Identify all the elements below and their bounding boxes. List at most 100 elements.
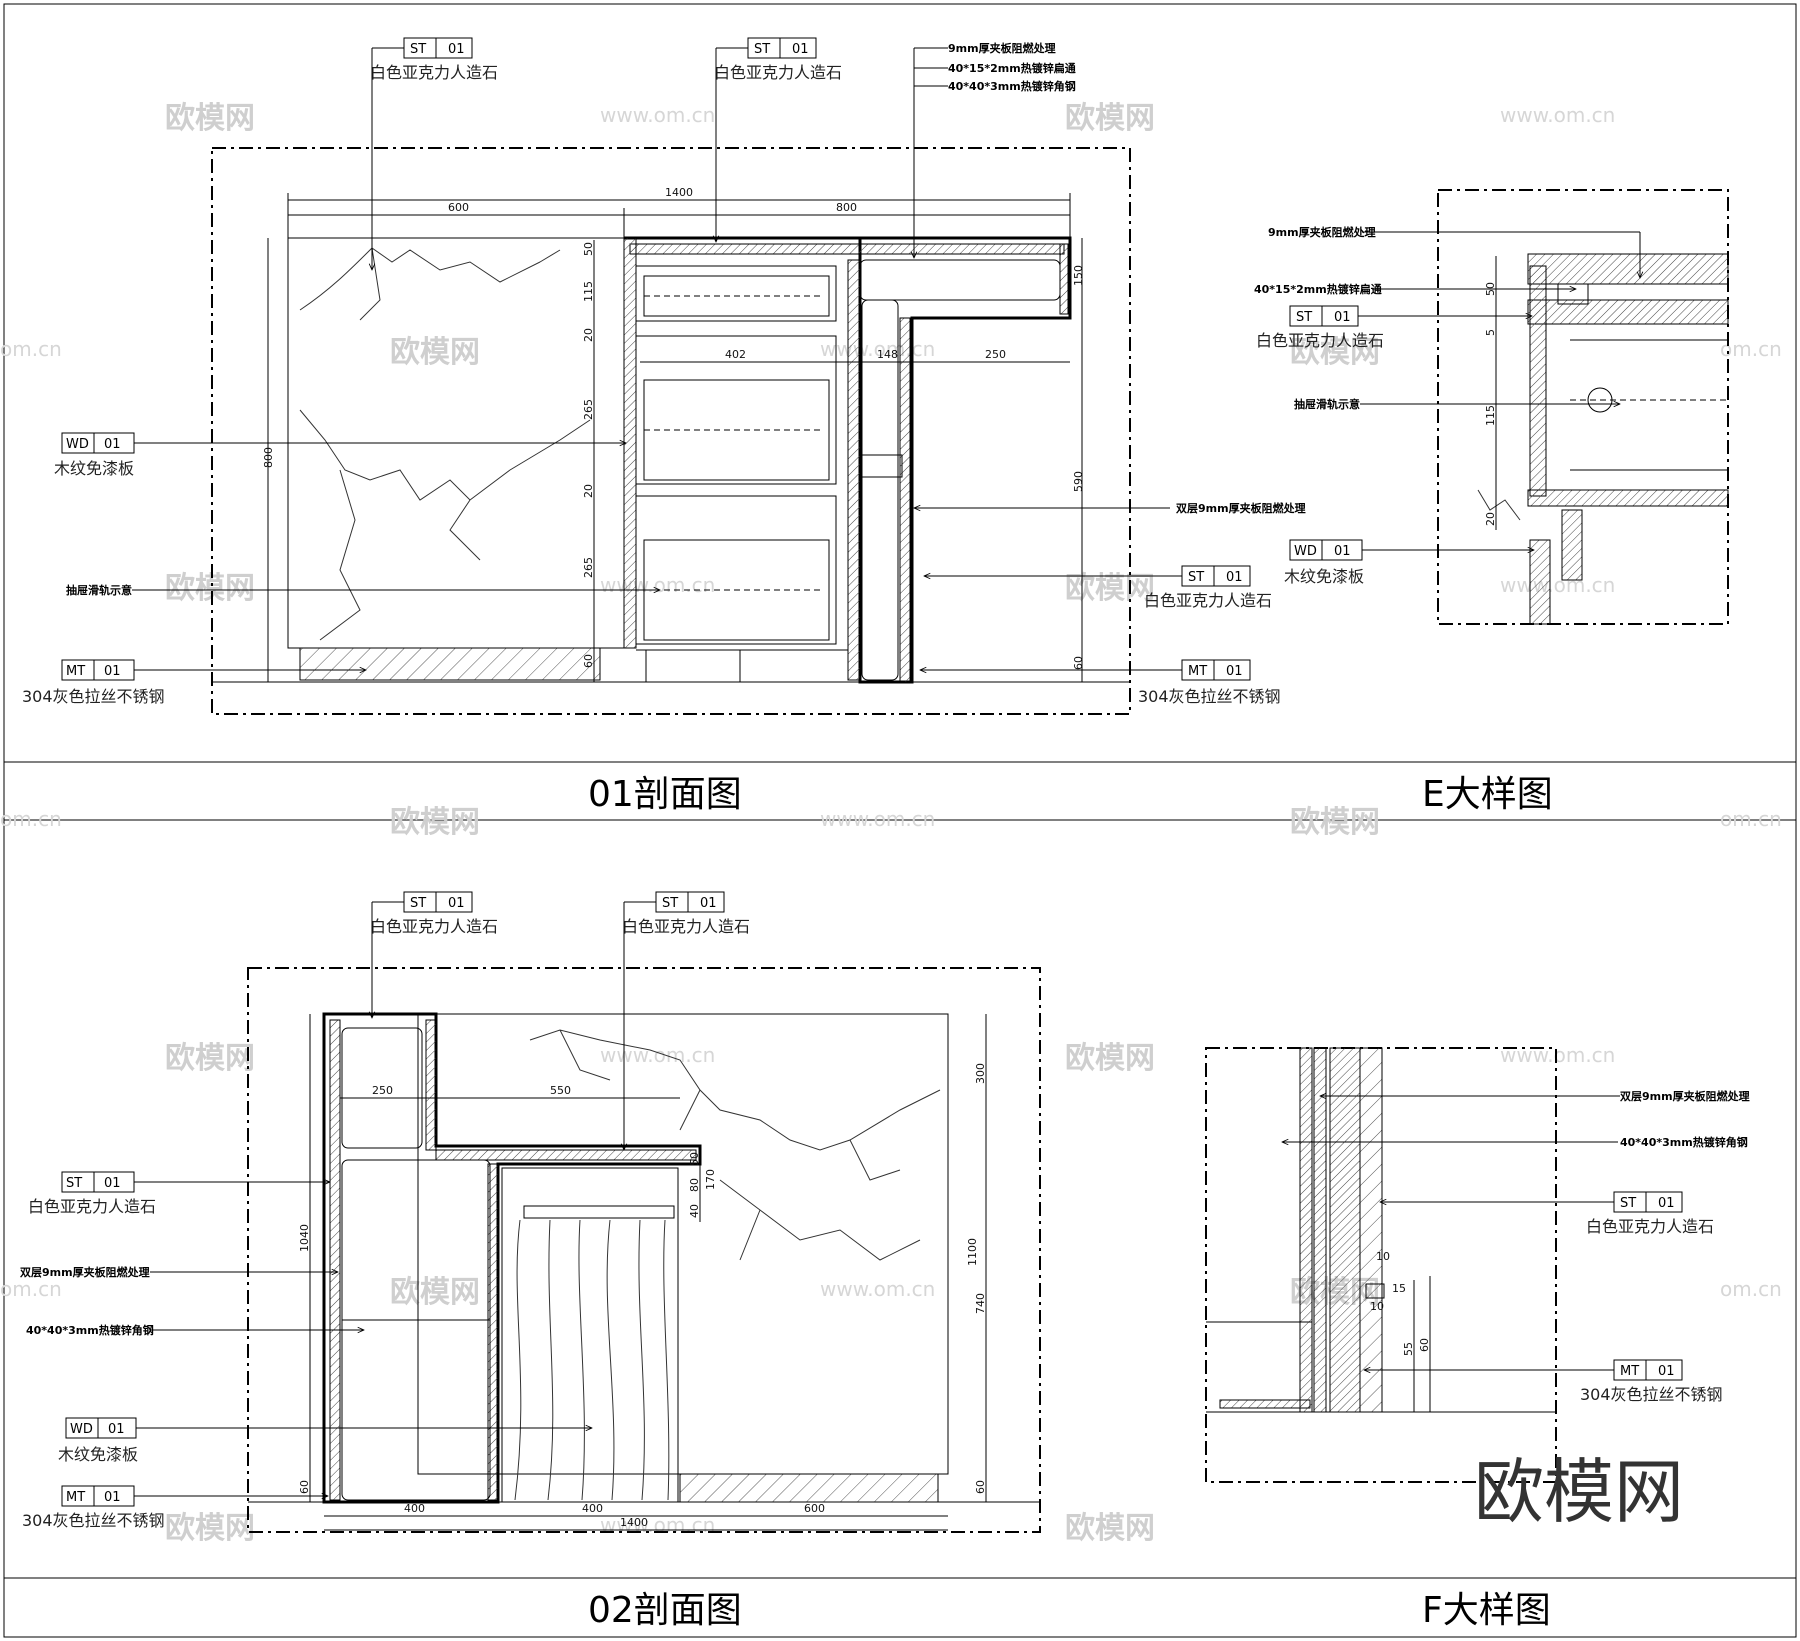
svg-text:MT: MT: [1620, 1364, 1639, 1379]
note-double-ply: 双层9mm厚夹板阻燃处理: [20, 1265, 338, 1279]
svg-text:ST: ST: [1296, 310, 1312, 325]
caption-steel: 304灰色拉丝不锈钢: [22, 1511, 165, 1530]
dim-50: 50: [688, 1152, 701, 1166]
watermark-url: www.om.cn: [820, 807, 935, 831]
dim-590: 590: [1072, 471, 1085, 492]
dim-1040: 1040: [298, 1224, 311, 1252]
watermark-url: www.om.cn: [600, 573, 715, 597]
caption-steel: 304灰色拉丝不锈钢: [1138, 687, 1281, 706]
svg-text:40*40*3mm热镀锌角钢: 40*40*3mm热镀锌角钢: [948, 79, 1076, 93]
dim-1100: 1100: [966, 1238, 979, 1266]
tag-st-01: ST 01 白色亚克力人造石: [924, 565, 1272, 610]
watermark-brand: 欧模网: [1290, 335, 1380, 370]
svg-text:9mm厚夹板阻燃处理: 9mm厚夹板阻燃处理: [948, 41, 1056, 55]
svg-text:ST: ST: [1188, 570, 1204, 585]
dim-402: 402: [725, 348, 746, 361]
svg-text:40*15*2mm热镀锌扁通: 40*15*2mm热镀锌扁通: [948, 61, 1076, 75]
tag-st-01: ST 01 白色亚克力人造石: [714, 37, 842, 242]
watermark-url: www.om.cn: [820, 337, 935, 361]
dim-400: 400: [582, 1502, 603, 1515]
dim-250: 250: [372, 1084, 393, 1097]
detail-boundary: [247, 967, 1041, 1533]
watermark-brand: 欧模网: [1065, 101, 1155, 136]
dim-170: 170: [704, 1169, 717, 1190]
section-02-drawing: 250 550 1040 60 300 1100 740 60 50 80 40…: [20, 891, 1041, 1533]
watermark-url: www.om.cn: [1500, 573, 1615, 597]
dim-400: 400: [404, 1502, 425, 1515]
svg-text:40*40*3mm热镀锌角钢: 40*40*3mm热镀锌角钢: [1620, 1135, 1748, 1149]
watermark-brand: 欧模网: [1065, 1041, 1155, 1076]
watermark-url: www.om.cn: [600, 1043, 715, 1067]
detail-boundary: [211, 147, 1131, 715]
watermark-url: www.om.cn: [600, 1513, 715, 1537]
svg-text:01: 01: [1226, 570, 1243, 585]
svg-text:ST: ST: [662, 896, 678, 911]
dim-20: 20: [1484, 512, 1497, 526]
svg-text:01: 01: [792, 42, 809, 57]
dim-250: 250: [985, 348, 1006, 361]
caption-wood: 木纹免漆板: [58, 1445, 138, 1464]
svg-text:01: 01: [1226, 664, 1243, 679]
svg-text:双层9mm厚夹板阻燃处理: 双层9mm厚夹板阻燃处理: [1620, 1089, 1750, 1103]
title-section-01: 01剖面图: [588, 774, 742, 815]
watermark-url: om.cn: [1720, 337, 1782, 361]
dim-148: 148: [877, 348, 898, 361]
dim-10: 10: [1376, 1250, 1390, 1263]
dim-265: 265: [582, 557, 595, 578]
watermark-url: www.om.cn: [820, 1277, 935, 1301]
watermark-url: om.cn: [0, 337, 62, 361]
dim-5: 5: [1484, 329, 1497, 336]
cabinet-shell: [624, 236, 1072, 684]
watermark-brand: 欧模网: [390, 805, 480, 840]
svg-text:MT: MT: [66, 664, 85, 679]
svg-text:40*40*3mm热镀锌角钢: 40*40*3mm热镀锌角钢: [26, 1323, 154, 1337]
dim-80: 80: [688, 1178, 701, 1192]
caption-wood: 木纹免漆板: [54, 459, 134, 478]
caption-steel: 304灰色拉丝不锈钢: [22, 687, 165, 706]
dim-300: 300: [974, 1063, 987, 1084]
dim-40: 40: [688, 1204, 701, 1218]
svg-text:01: 01: [1334, 544, 1351, 559]
svg-text:抽屉滑轨示意: 抽屉滑轨示意: [1294, 397, 1360, 411]
svg-text:01: 01: [448, 896, 465, 911]
svg-text:ST: ST: [66, 1176, 82, 1191]
dim-20: 20: [582, 484, 595, 498]
caption-steel: 304灰色拉丝不锈钢: [1580, 1385, 1723, 1404]
dim-60: 60: [1418, 1338, 1431, 1352]
dim-600: 600: [448, 201, 469, 214]
dim-265: 265: [582, 399, 595, 420]
dim-800-height: 800: [262, 447, 275, 468]
watermark-url: www.om.cn: [600, 103, 715, 127]
watermark-brand: 欧模网: [165, 1511, 255, 1546]
caption-stone: 白色亚克力人造石: [622, 917, 750, 936]
dim-740: 740: [974, 1293, 987, 1314]
caption-stone: 白色亚克力人造石: [370, 63, 498, 82]
caption-stone: 白色亚克力人造石: [714, 63, 842, 82]
dim-15: 15: [1392, 1282, 1406, 1295]
watermark-url: om.cn: [1720, 1277, 1782, 1301]
caption-stone: 白色亚克力人造石: [1586, 1217, 1714, 1236]
svg-text:01: 01: [1658, 1364, 1675, 1379]
detail-boundary: [1437, 189, 1729, 625]
dim-550: 550: [550, 1084, 571, 1097]
svg-text:40*15*2mm热镀锌扁通: 40*15*2mm热镀锌扁通: [1254, 282, 1382, 296]
watermark-url: www.om.cn: [1500, 103, 1615, 127]
svg-text:ST: ST: [754, 42, 770, 57]
svg-text:9mm厚夹板阻燃处理: 9mm厚夹板阻燃处理: [1268, 225, 1376, 239]
note-plywood9: 9mm厚夹板阻燃处理: [1268, 225, 1640, 278]
dim-55: 55: [1402, 1342, 1415, 1356]
svg-text:01: 01: [1658, 1196, 1675, 1211]
caption-stone: 白色亚克力人造石: [1144, 591, 1272, 610]
svg-text:MT: MT: [66, 1490, 85, 1505]
dim-115: 115: [582, 281, 595, 302]
watermark-url: om.cn: [0, 807, 62, 831]
watermark-brand: 欧模网: [165, 571, 255, 606]
svg-text:MT: MT: [1188, 664, 1207, 679]
